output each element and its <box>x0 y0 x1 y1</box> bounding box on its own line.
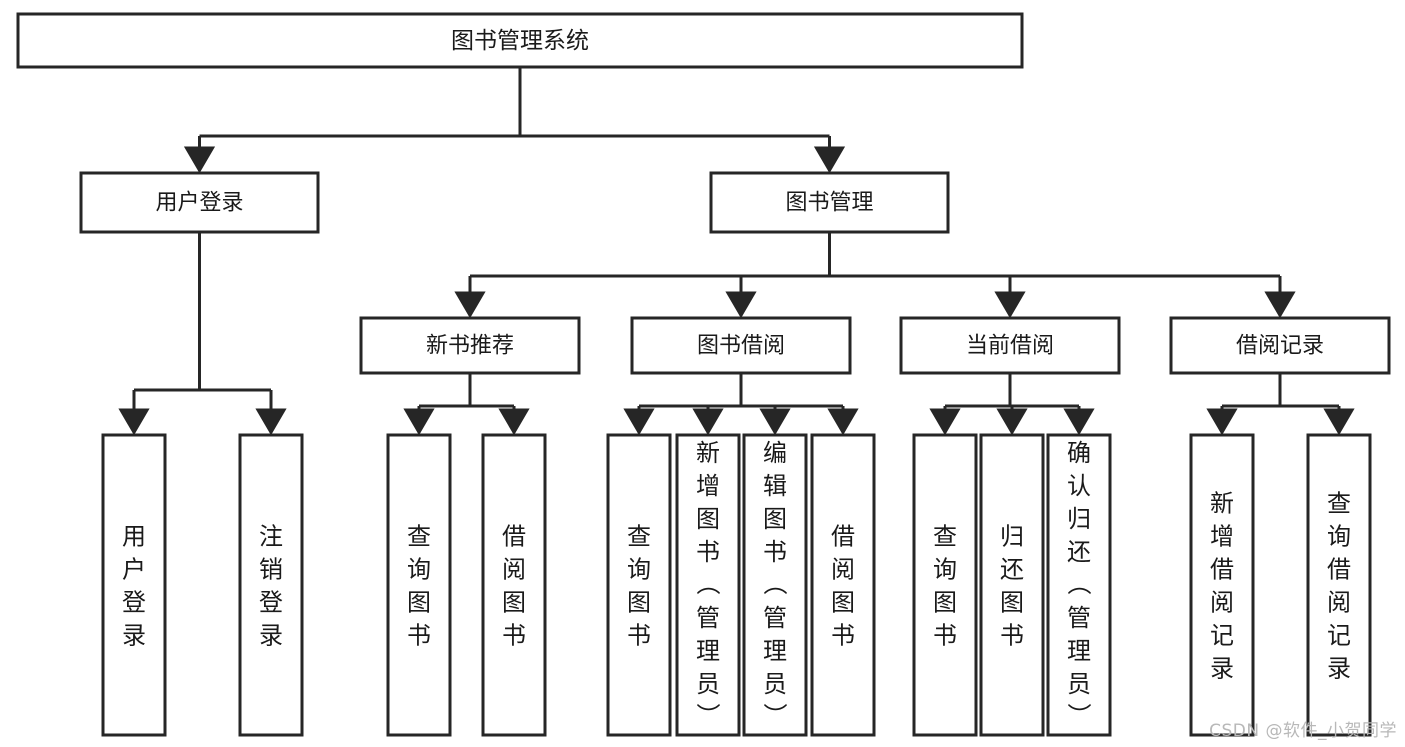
node-boxes: 图书管理系统用户登录图书管理新书推荐图书借阅当前借阅借阅记录用户登录注销登录查询… <box>16 12 1391 737</box>
leaf-edit-book-admin-label: 编辑图书（管理员） <box>763 439 787 731</box>
leaf-return-book-label: 归还图书 <box>1000 523 1024 650</box>
leaf-query-borrow-record[interactable]: 查询借阅记录 <box>1306 433 1372 737</box>
leaf-query-borrow-record-label: 查询借阅记录 <box>1327 490 1351 683</box>
leaf-confirm-return-admin[interactable]: 确认归还（管理员） <box>1046 433 1112 737</box>
leaf-add-borrow-record[interactable]: 新增借阅记录 <box>1189 433 1255 737</box>
leaf-user-logout-label: 注销登录 <box>259 523 283 650</box>
leaf-borrow-book-1[interactable]: 借阅图书 <box>481 433 547 737</box>
node-current-borrow-rect <box>899 316 1121 375</box>
node-current-borrow[interactable]: 当前借阅 <box>899 316 1121 375</box>
leaf-query-book-3-label: 查询图书 <box>933 523 957 650</box>
leaf-add-book-admin-rect <box>675 433 741 737</box>
leaf-return-book-rect <box>979 433 1045 737</box>
node-new-book-recommend[interactable]: 新书推荐 <box>359 316 581 375</box>
node-book-borrow-rect <box>630 316 852 375</box>
node-book-management-label: 图书管理 <box>785 191 873 216</box>
branch-user-login <box>118 232 287 436</box>
leaf-query-book-2-label: 查询图书 <box>627 523 651 650</box>
node-borrow-record-rect <box>1169 316 1391 375</box>
leaf-query-book-3-rect <box>912 433 978 737</box>
node-current-borrow-label: 当前借阅 <box>966 334 1054 359</box>
leaf-borrow-book-2[interactable]: 借阅图书 <box>810 433 876 737</box>
leaf-user-login-rect <box>101 433 167 737</box>
leaf-borrow-book-2-label: 借阅图书 <box>831 523 855 650</box>
node-new-book-recommend-label: 新书推荐 <box>426 334 514 359</box>
leaf-return-book[interactable]: 归还图书 <box>979 433 1045 737</box>
leaf-add-book-admin[interactable]: 新增图书（管理员） <box>675 433 741 737</box>
node-borrow-record-label: 借阅记录 <box>1236 334 1324 359</box>
connector-lines <box>118 67 1355 436</box>
node-user-login-label: 用户登录 <box>155 191 243 216</box>
node-root-label: 图书管理系统 <box>451 28 589 54</box>
leaf-user-login[interactable]: 用户登录 <box>101 433 167 737</box>
leaf-query-book-3[interactable]: 查询图书 <box>912 433 978 737</box>
node-user-login-rect <box>79 171 320 234</box>
leaf-user-logout[interactable]: 注销登录 <box>238 433 304 737</box>
leaf-add-book-admin-label: 新增图书（管理员） <box>696 439 720 731</box>
node-borrow-record[interactable]: 借阅记录 <box>1169 316 1391 375</box>
leaf-edit-book-admin[interactable]: 编辑图书（管理员） <box>742 433 808 737</box>
node-root[interactable]: 图书管理系统 <box>16 12 1024 69</box>
node-new-book-recommend-rect <box>359 316 581 375</box>
leaf-confirm-return-admin-rect <box>1046 433 1112 737</box>
watermark-label: CSDN @软件_小贺同学 <box>1209 721 1397 741</box>
branch-borrow-record <box>1206 373 1355 436</box>
leaf-query-book-2-rect <box>606 433 672 737</box>
node-book-borrow[interactable]: 图书借阅 <box>630 316 852 375</box>
leaf-borrow-book-2-rect <box>810 433 876 737</box>
leaf-add-borrow-record-rect <box>1189 433 1255 737</box>
leaf-query-book-1-label: 查询图书 <box>407 523 431 650</box>
leaf-confirm-return-admin-label: 确认归还（管理员） <box>1067 439 1091 731</box>
branch-current-borrow <box>929 373 1095 436</box>
branch-book-borrow <box>623 373 859 436</box>
leaf-user-logout-rect <box>238 433 304 737</box>
leaf-borrow-book-1-rect <box>481 433 547 737</box>
branch-new-book-recommend <box>403 373 530 436</box>
leaf-query-book-2[interactable]: 查询图书 <box>606 433 672 737</box>
node-book-borrow-label: 图书借阅 <box>697 334 785 359</box>
leaf-query-book-1-rect <box>386 433 452 737</box>
leaf-add-borrow-record-label: 新增借阅记录 <box>1210 490 1234 683</box>
node-user-login[interactable]: 用户登录 <box>79 171 320 234</box>
branch-root <box>183 67 846 174</box>
node-root-rect <box>16 12 1024 69</box>
leaf-user-login-label: 用户登录 <box>122 523 146 650</box>
leaf-query-book-1[interactable]: 查询图书 <box>386 433 452 737</box>
node-book-management[interactable]: 图书管理 <box>709 171 950 234</box>
leaf-edit-book-admin-rect <box>742 433 808 737</box>
leaf-borrow-book-1-label: 借阅图书 <box>502 523 526 650</box>
leaf-query-borrow-record-rect <box>1306 433 1372 737</box>
node-book-management-rect <box>709 171 950 234</box>
branch-book-management <box>454 232 1296 319</box>
